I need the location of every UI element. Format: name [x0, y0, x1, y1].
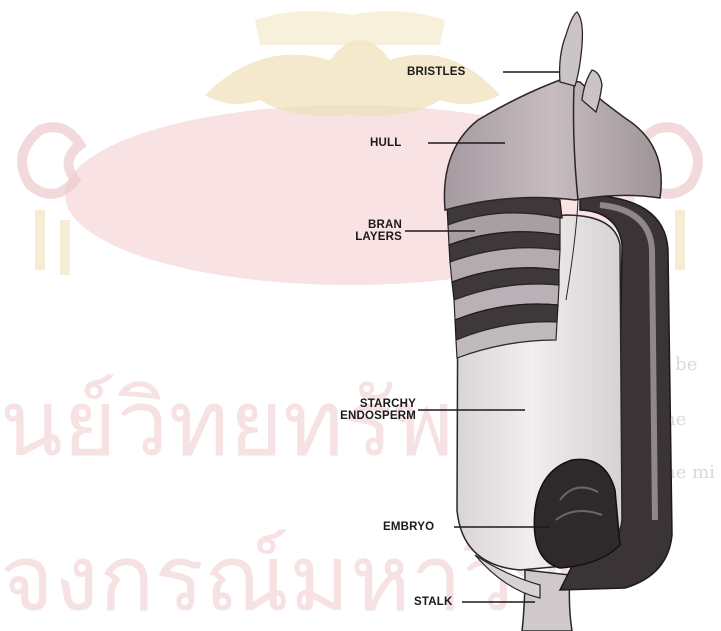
label-hull-text: HULL [370, 137, 401, 149]
stalk [522, 570, 572, 631]
label-starchy-line-2: ENDOSPERM [330, 410, 416, 422]
label-bristles: BRISTLES [407, 66, 465, 78]
label-bran-layers: BRAN LAYERS [346, 219, 402, 243]
label-hull: HULL [370, 137, 401, 149]
label-embryo-text: EMBRYO [383, 521, 434, 533]
label-bran-line-1: BRAN [346, 219, 402, 231]
rice-grain [444, 12, 672, 631]
label-bran-line-2: LAYERS [346, 231, 402, 243]
label-starchy-endosperm: STARCHY ENDOSPERM [330, 398, 416, 422]
label-starchy-line-1: STARCHY [330, 398, 416, 410]
bristle-left [560, 12, 583, 86]
bran-layers [447, 194, 562, 358]
label-stalk: STALK [414, 596, 452, 608]
label-stalk-text: STALK [414, 596, 452, 608]
label-embryo: EMBRYO [383, 521, 434, 533]
watermark-left-ornament [22, 127, 80, 194]
watermark-crest [205, 40, 500, 116]
label-bristles-text: BRISTLES [407, 66, 465, 78]
